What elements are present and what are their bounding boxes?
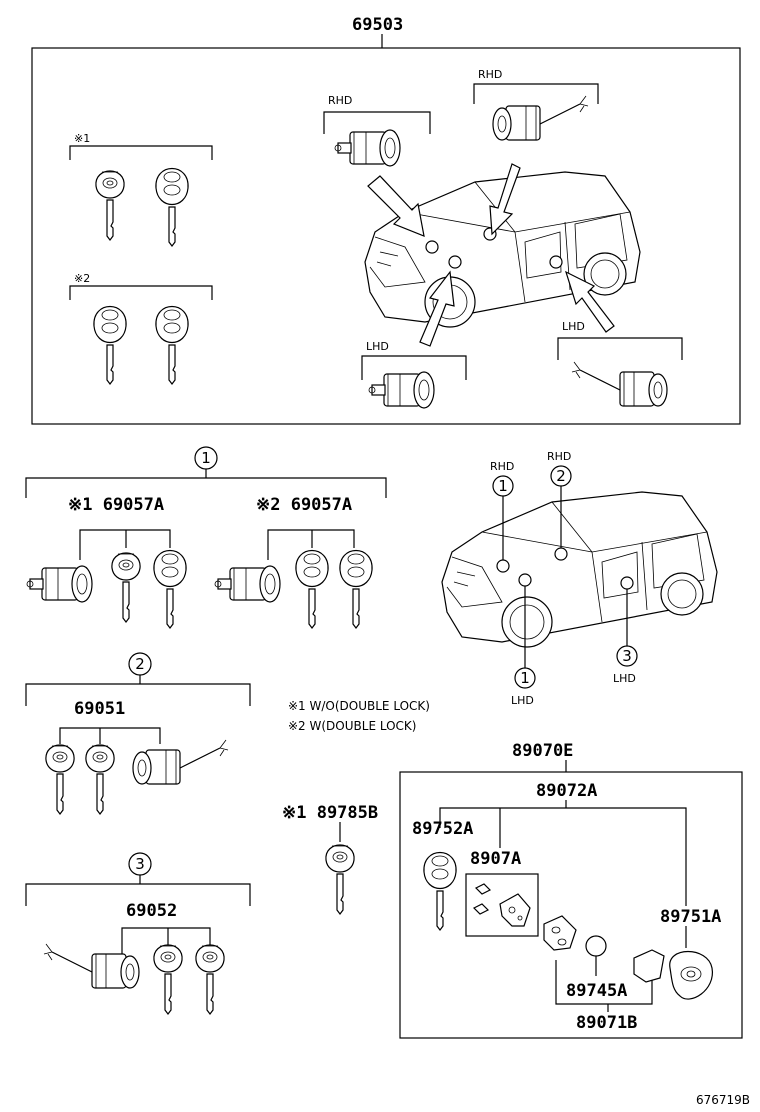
callout-1b-circle bbox=[514, 667, 536, 689]
door-lock-cylinder-icon bbox=[368, 371, 435, 409]
door-lock-cylinder-icon bbox=[26, 565, 93, 603]
transmitter-sub-part-number: 89072A bbox=[536, 781, 597, 801]
car-illustration bbox=[441, 491, 718, 648]
rhd-label: RHD bbox=[478, 68, 502, 81]
rhd-label: RHD bbox=[328, 94, 352, 107]
door-lock-cylinder-rod-icon bbox=[492, 95, 589, 141]
kit-69057a-wo-double-lock: ※1 69057A bbox=[68, 495, 164, 515]
kit-69051: 69051 bbox=[74, 699, 125, 719]
arrow-icon bbox=[367, 175, 425, 237]
callout-3-number: 3 bbox=[622, 647, 632, 665]
housing-part-number: 89071B bbox=[576, 1013, 637, 1033]
remote-key-icon bbox=[155, 167, 189, 247]
callout-2-number: 2 bbox=[556, 467, 566, 485]
transmitter-assy-part-number: 89070E bbox=[512, 741, 573, 761]
button-pad-icon bbox=[543, 915, 577, 951]
circuit-board-icon bbox=[472, 883, 531, 927]
figure-id: 676719B bbox=[696, 1093, 750, 1107]
door-lock-cylinder-rod-icon bbox=[132, 739, 229, 785]
transmitter-key-part-number: 89752A bbox=[412, 819, 473, 839]
transmitter-key-icon bbox=[85, 744, 115, 815]
transmitter-key-icon bbox=[195, 944, 225, 1015]
remote-key-icon bbox=[295, 549, 329, 629]
arrow-icon bbox=[419, 270, 455, 347]
lhd-label: LHD bbox=[562, 320, 585, 333]
remote-key-icon bbox=[93, 305, 127, 385]
door-lock-cylinder-icon bbox=[214, 565, 281, 603]
transmitter-frame bbox=[399, 771, 743, 1039]
arrow-icon bbox=[565, 270, 615, 333]
door-lock-cylinder-rod-icon bbox=[43, 943, 140, 989]
note1-marker: ※1 bbox=[74, 132, 90, 145]
rhd-label: RHD bbox=[490, 460, 514, 473]
remote-key-icon bbox=[339, 549, 373, 629]
arrow-icon bbox=[489, 163, 521, 236]
note-wo-double-lock: ※1 W/O(DOUBLE LOCK) bbox=[288, 699, 430, 713]
rhd-label: RHD bbox=[547, 450, 571, 463]
lhd-label: LHD bbox=[366, 340, 389, 353]
main-kit-part-number: 69503 bbox=[352, 15, 403, 35]
battery-icon bbox=[585, 935, 607, 957]
main-kit-frame bbox=[31, 47, 741, 425]
lhd-label: LHD bbox=[511, 694, 534, 707]
transmitter-key-icon bbox=[45, 744, 75, 815]
board-frame bbox=[465, 873, 539, 937]
transmitter-key-icon bbox=[153, 944, 183, 1015]
remote-key-icon bbox=[423, 851, 457, 931]
callout-1b-number: 1 bbox=[520, 669, 530, 687]
transmitter-key-icon bbox=[95, 170, 125, 241]
housing-cap-icon bbox=[633, 949, 665, 983]
case-part-number: 89751A bbox=[660, 907, 721, 927]
lhd-label: LHD bbox=[613, 672, 636, 685]
battery-part-number: 89745A bbox=[566, 981, 627, 1001]
door-lock-cylinder-rod-icon bbox=[571, 361, 668, 407]
remote-key-icon bbox=[153, 549, 187, 629]
callout-1-number: 1 bbox=[498, 477, 508, 495]
key-case-icon bbox=[669, 950, 713, 1000]
callout-3-circle bbox=[616, 645, 638, 667]
group-3-number: 3 bbox=[135, 855, 145, 873]
key-blank-part-number: ※1 89785B bbox=[282, 803, 378, 823]
kit-69052: 69052 bbox=[126, 901, 177, 921]
group-2-number: 2 bbox=[135, 655, 145, 673]
note-w-double-lock: ※2 W(DOUBLE LOCK) bbox=[288, 719, 416, 733]
kit-69057a-w-double-lock: ※2 69057A bbox=[256, 495, 352, 515]
board-part-number: 8907A bbox=[470, 849, 521, 869]
transmitter-key-icon bbox=[111, 552, 141, 623]
door-lock-cylinder-icon bbox=[334, 129, 401, 167]
note2-marker: ※2 bbox=[74, 272, 90, 285]
group-1-number: 1 bbox=[201, 449, 211, 467]
remote-key-icon bbox=[155, 305, 189, 385]
transmitter-key-icon bbox=[325, 844, 355, 915]
